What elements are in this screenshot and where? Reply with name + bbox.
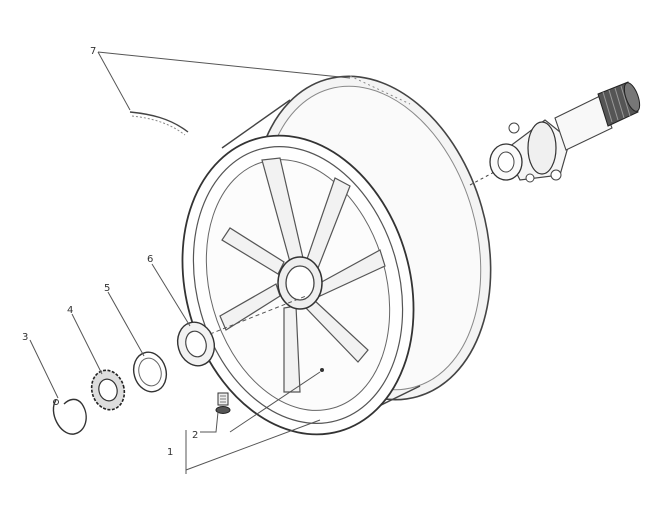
part-7-valve-cable bbox=[129, 75, 411, 136]
part-4-ring-nut bbox=[90, 369, 126, 411]
callout-1: 1 bbox=[167, 447, 173, 458]
part-2-screw bbox=[215, 392, 231, 414]
valve-hole bbox=[320, 368, 324, 372]
callout-7: 7 bbox=[90, 46, 96, 57]
part-5-ring bbox=[132, 351, 168, 393]
leader-lines bbox=[29, 51, 351, 474]
callout-4: 4 bbox=[67, 305, 73, 316]
callout-3: 3 bbox=[22, 332, 28, 343]
callout-2: 2 bbox=[192, 430, 198, 441]
wheel-rim bbox=[181, 75, 492, 436]
wheel-spokes bbox=[219, 157, 386, 393]
callout-5: 5 bbox=[104, 283, 110, 294]
wheel-axle bbox=[469, 81, 641, 186]
part-3-circlip bbox=[52, 398, 87, 435]
part-6-bearing bbox=[176, 321, 216, 367]
callout-6: 6 bbox=[147, 254, 153, 265]
wheel-hub bbox=[277, 256, 323, 310]
